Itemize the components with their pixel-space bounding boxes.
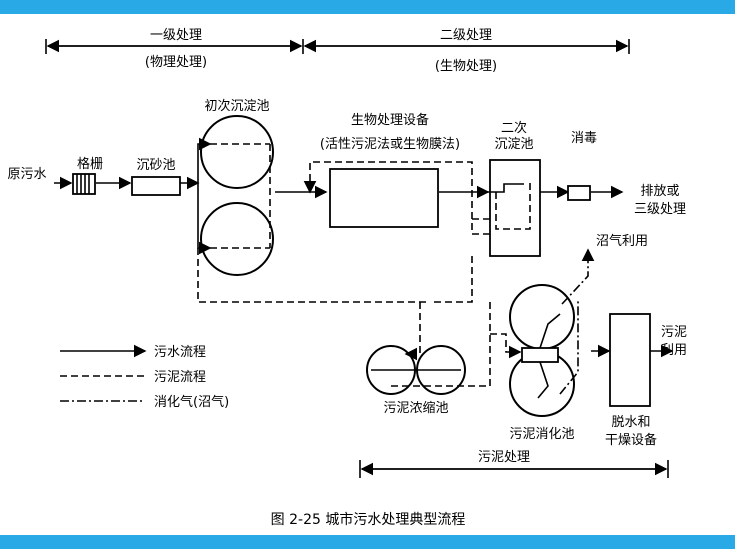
primary-clarifier-bottom (200, 202, 274, 276)
dewatering-box (609, 313, 651, 407)
screen-grating (76, 174, 90, 194)
stage-secondary-sub: (生物处理) (435, 59, 497, 74)
dewater-label-2: 干燥设备 (605, 432, 657, 448)
biogas-use-label: 沼气利用 (596, 233, 648, 249)
primary-clarifier-label: 初次沉淀池 (204, 98, 269, 114)
legend-gas-label: 消化气(沼气) (154, 394, 229, 410)
stage-primary: 一级处理 (150, 28, 202, 43)
digester-stirrer-top (539, 313, 561, 349)
dewater-label-1: 脱水和 (611, 415, 650, 430)
grit-chamber-box (131, 176, 181, 196)
disinfection-label: 消毒 (571, 131, 597, 146)
return-sludge-loop (303, 161, 490, 235)
stage-primary-sub: (物理处理) (145, 55, 207, 70)
screen-label: 格栅 (77, 156, 103, 172)
digester-label: 污泥消化池 (509, 427, 574, 442)
figure-caption: 图 2-25 城市污水处理典型流程 (271, 511, 466, 528)
sludge-flow-lines (197, 248, 522, 387)
stage-bar-sludge (359, 460, 669, 478)
thickener-label: 污泥浓缩池 (383, 400, 448, 416)
diagram-paper: 一级处理 (物理处理) 二级处理 (生物处理) 原污水 格栅 沉砂池 初次沉淀池… (0, 14, 735, 535)
sludge-use-label-1: 污泥 (661, 325, 687, 340)
process-flow-diagram: 一级处理 (物理处理) 二级处理 (生物处理) 原污水 格栅 沉砂池 初次沉淀池… (7, 28, 687, 528)
secondary-clarifier-label-2: 沉淀池 (494, 137, 533, 152)
raw-water-label: 原污水 (7, 167, 46, 182)
stage-secondary: 二级处理 (440, 28, 492, 43)
water-flow-lines (54, 176, 674, 358)
disinfection-box (567, 185, 591, 201)
primary-clarifier-internal-flow (197, 137, 271, 255)
biogas-line-2 (559, 300, 579, 395)
bio-method-label: (活性污泥法或生物膜法) (320, 137, 460, 152)
discharge-label-1: 排放或 (640, 184, 679, 199)
digester-top (509, 284, 575, 350)
secondary-clarifier-box (489, 159, 541, 257)
discharge-label-2: 三级处理 (634, 202, 686, 217)
stage-sludge: 污泥处理 (478, 450, 530, 465)
legend-sludge-label: 污泥流程 (154, 370, 206, 385)
stage-bar-top (45, 39, 630, 54)
bio-equip-label: 生物处理设备 (351, 112, 429, 128)
digester-connector (521, 347, 559, 363)
sludge-use-label-2: 利用 (661, 343, 687, 358)
biogas-line (561, 248, 595, 305)
primary-clarifier-top (200, 115, 274, 189)
secondary-clarifier-label-1: 二次 (501, 120, 527, 136)
grit-chamber-label: 沉砂池 (136, 158, 175, 173)
legend-water-label: 污水流程 (154, 345, 206, 360)
bio-treatment-box (329, 168, 439, 228)
legend (60, 344, 147, 402)
digester-stirrer-bottom (537, 361, 549, 399)
